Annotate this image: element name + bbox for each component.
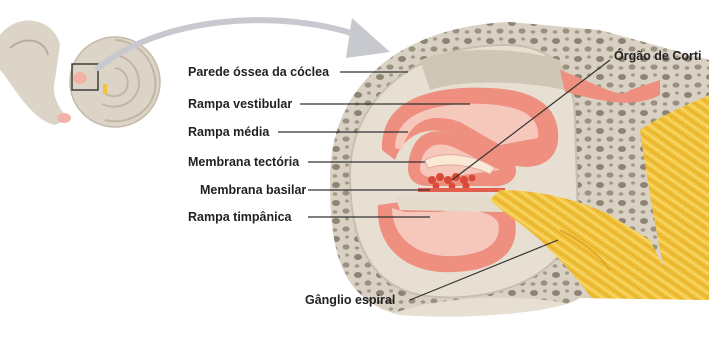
label-bony-wall: Parede óssea da cóclea — [188, 65, 329, 79]
cochlea-thumbnail — [0, 7, 164, 128]
cross-section — [330, 20, 709, 340]
label-spiral-ganglion: Gânglio espiral — [305, 293, 395, 307]
label-scala-media: Rampa média — [188, 125, 269, 139]
label-basilar-membrane: Membrana basilar — [200, 183, 306, 197]
label-scala-vestibuli: Rampa vestibular — [188, 97, 292, 111]
label-organ-of-corti: Órgão de Corti — [614, 49, 702, 63]
label-scala-tympani: Rampa timpânica — [188, 210, 292, 224]
label-tectorial-membrane: Membrana tectória — [188, 155, 299, 169]
